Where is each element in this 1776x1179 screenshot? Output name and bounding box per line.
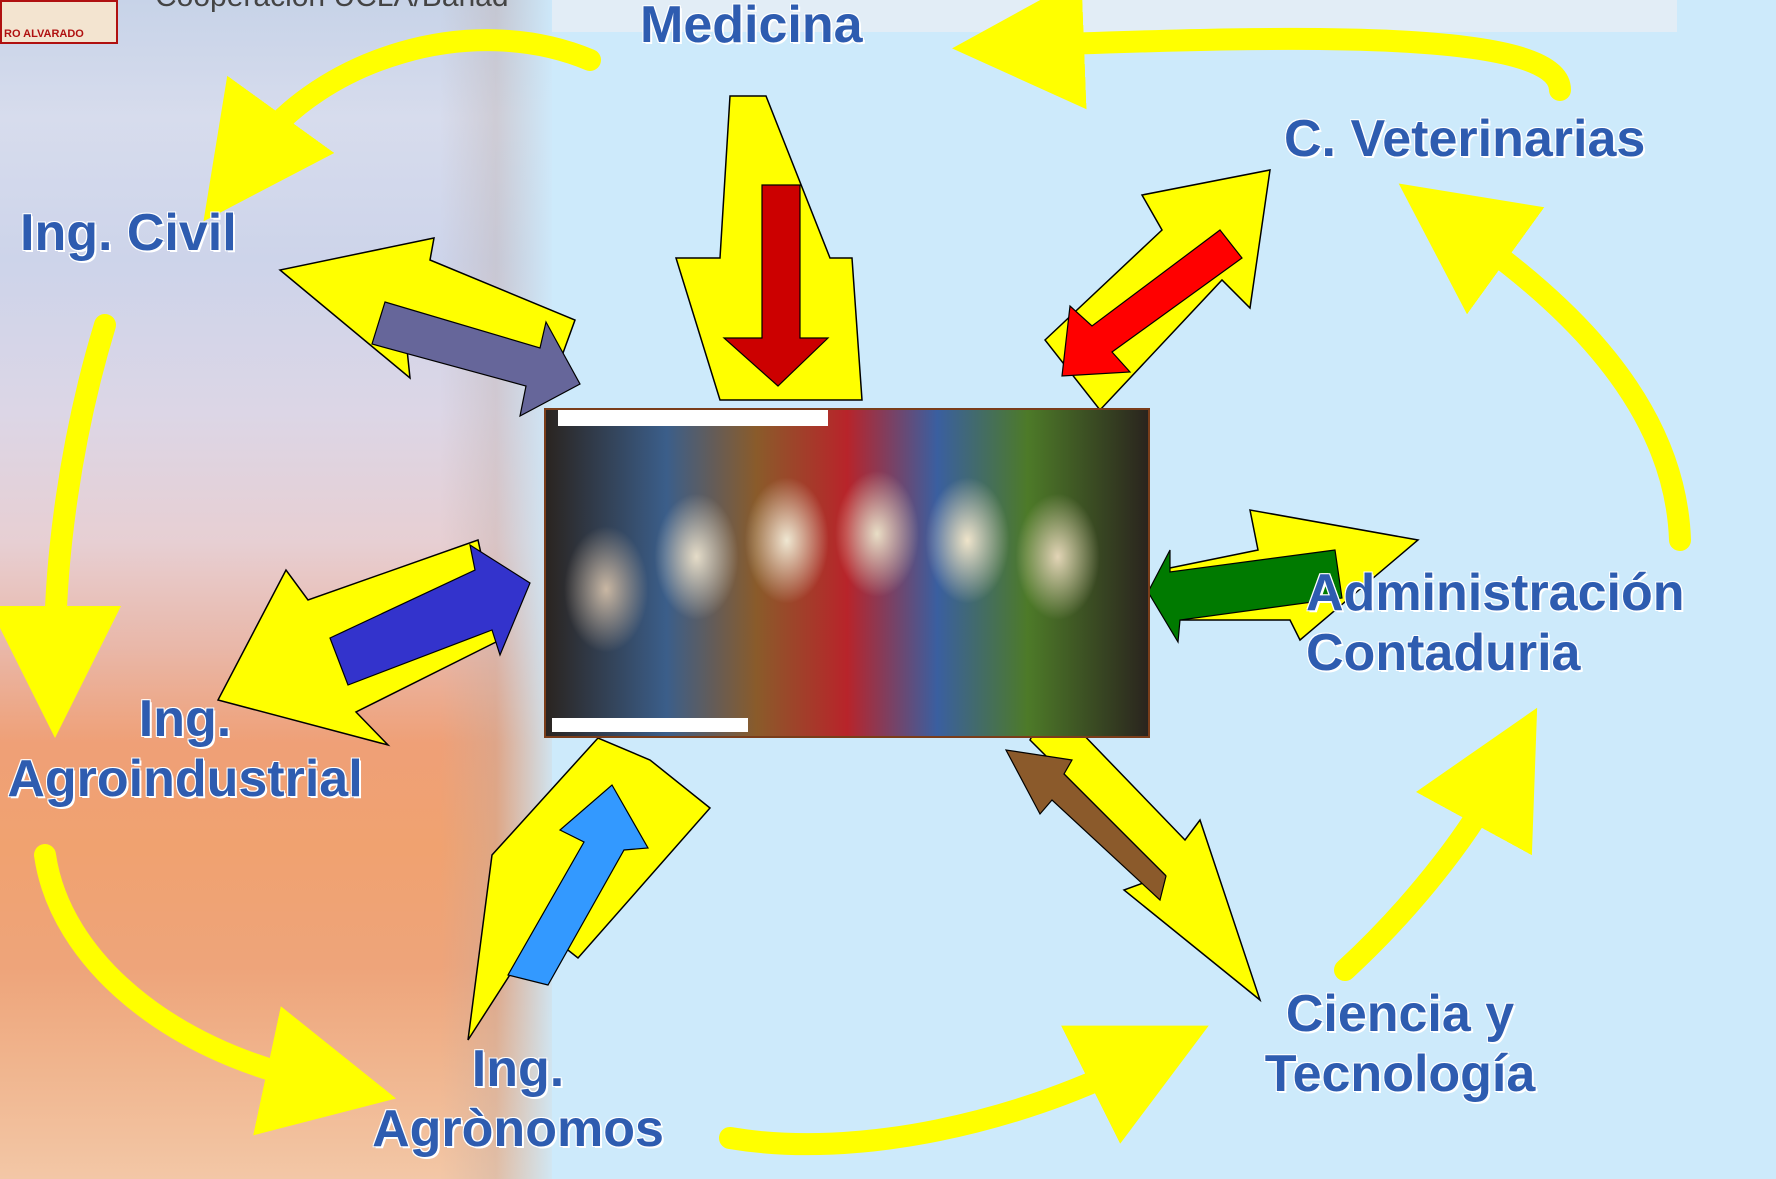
mural-white-bar-bottom xyxy=(552,718,748,732)
inward-arrow-veterinarias xyxy=(1061,229,1243,377)
label-civil: Ing. Civil xyxy=(20,204,237,262)
inward-arrow-ciencia xyxy=(1004,749,1167,902)
cycle-arrow-administracion-to-veterinarias xyxy=(1398,183,1691,551)
label-administracion: Administración Contaduria xyxy=(1306,564,1685,684)
header-text: Cooperación UCLA/Bañad xyxy=(155,0,509,14)
cycle-arrow-ciencia-to-administracion xyxy=(1334,707,1538,981)
label-agronomos-line1: Ing. xyxy=(471,1040,565,1098)
cycle-arrow-civil-to-agroindustrial xyxy=(0,314,122,738)
label-agronomos: Ing. Agrònomos xyxy=(318,1040,718,1160)
cycle-arrow-agroindustrial-to-agronomos xyxy=(34,844,397,1136)
mural-white-bar-top xyxy=(558,410,828,426)
label-agronomos-line2: Agrònomos xyxy=(372,1099,664,1158)
label-administracion-line1: Administración xyxy=(1306,564,1685,622)
label-ciencia-line1: Ciencia y xyxy=(1285,985,1515,1043)
inward-arrow-medicina xyxy=(722,184,830,387)
top-band xyxy=(552,0,1677,32)
logo-emblem: RO ALVARADO xyxy=(0,0,118,44)
label-medicina: Medicina xyxy=(640,0,863,54)
logo-area: RO ALVARADO Cooperación UCLA/Bañad xyxy=(0,0,620,46)
inward-arrow-agronomos xyxy=(507,784,649,986)
cycle-arrows xyxy=(0,0,1691,1156)
logo-caption: RO ALVARADO xyxy=(4,28,84,40)
inward-arrow-administracion xyxy=(1147,549,1343,644)
outward-arrow-ciencia xyxy=(1029,698,1262,1003)
inward-arrow-agroindustrial xyxy=(329,543,531,686)
cycle-arrow-medicina-to-civil xyxy=(203,29,601,222)
label-ciencia: Ciencia y Tecnología xyxy=(1210,985,1590,1105)
cycle-arrow-veterinarias-to-medicina xyxy=(952,0,1571,110)
inward-arrows xyxy=(329,184,1343,986)
label-administracion-line2: Contaduria xyxy=(1306,623,1581,682)
label-ciencia-line2: Tecnología xyxy=(1264,1044,1536,1103)
label-agroindustrial-line1: Ing. xyxy=(138,690,232,748)
label-agroindustrial-line2: Agroindustrial xyxy=(7,749,363,808)
cycle-arrow-agronomos-to-ciencia xyxy=(719,1025,1209,1156)
inward-arrow-civil xyxy=(371,301,581,418)
label-agroindustrial: Ing. Agroindustrial xyxy=(0,690,400,810)
mural-image xyxy=(544,408,1150,738)
label-veterinarias: C. Veterinarias xyxy=(1284,110,1646,168)
